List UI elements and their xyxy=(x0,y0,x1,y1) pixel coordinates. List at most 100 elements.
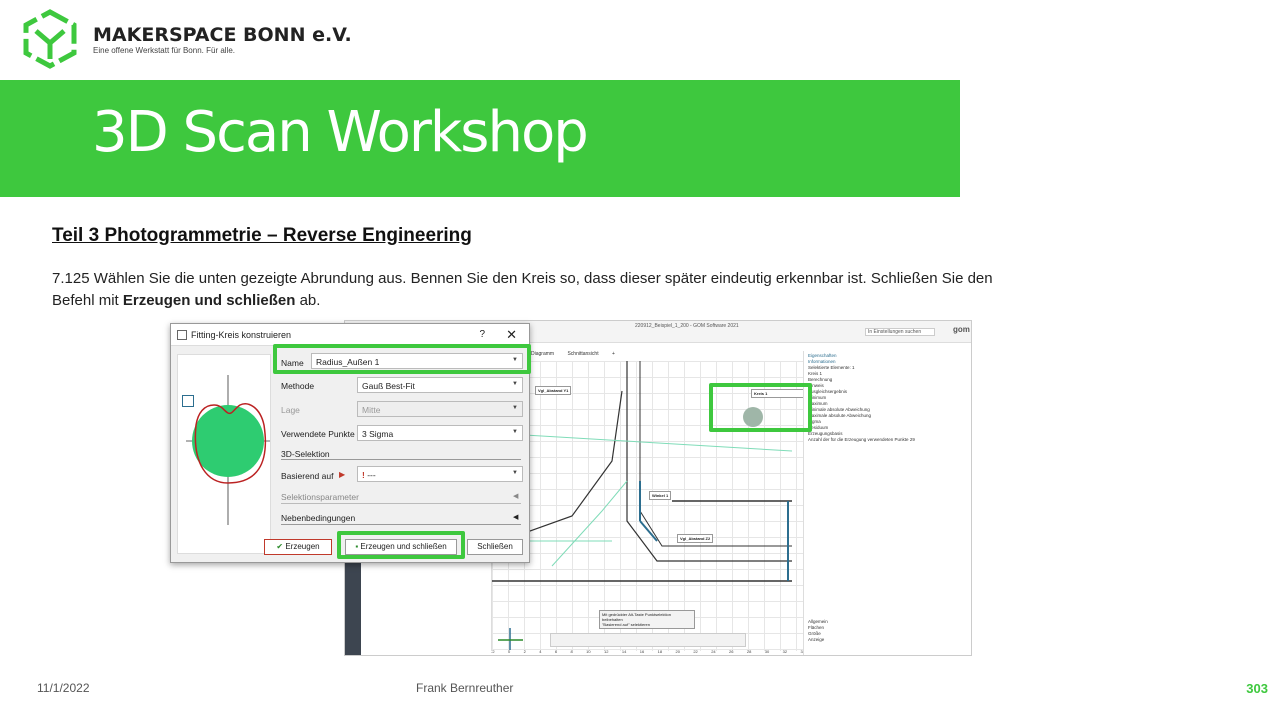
axis-tick: 26 xyxy=(729,649,734,654)
banner-title: 3D Scan Workshop xyxy=(92,100,589,165)
instruction-line2-prefix: Befehl mit xyxy=(52,292,123,309)
properties-panel: Eigenschaften Informationen Selektierte … xyxy=(803,351,971,655)
footer-date: 11/1/2022 xyxy=(37,681,90,695)
highlight-erzeugen-schliessen xyxy=(337,531,465,559)
annotation-abstand-y1-label: Vgl_Abstand Y1 xyxy=(538,388,569,393)
nebenbed-collapse-icon[interactable]: ◀ xyxy=(513,514,519,521)
panel-section[interactable]: Größe xyxy=(808,631,821,636)
annotation-abstand-y1[interactable]: Vgl_Abstand Y1 xyxy=(535,386,572,395)
makerspace-logo-icon xyxy=(22,9,78,69)
annotation-kreis-1-label: Kreis 1 xyxy=(754,391,768,396)
instruction-line2-suffix: ab. xyxy=(295,292,321,309)
dialog-title-bar: Fitting-Kreis konstruieren ? ✕ xyxy=(171,324,529,346)
check-icon: ✔ xyxy=(276,542,284,551)
axis-tick: 0 xyxy=(507,649,511,654)
highlight-kreis-1 xyxy=(709,383,812,432)
lage-label: Lage xyxy=(281,405,300,415)
erzeugen-label: Erzeugen xyxy=(285,542,320,551)
axis-tick: 30 xyxy=(764,649,770,654)
axis-tick: -2 xyxy=(491,649,495,654)
panel-line: Anzahl der für die Erzeugung verwendeten… xyxy=(808,437,915,442)
axis-tick: 24 xyxy=(711,649,716,654)
instruction-line1: 7.125 Wählen Sie die unten gezeigte Abru… xyxy=(52,270,993,287)
software-tabs: Diagramm Schnittansicht + xyxy=(531,351,615,357)
panel-section[interactable]: Anzeige xyxy=(808,637,825,642)
selection-hint-text: Mit gedrückter Alt-Taste Punktselektion … xyxy=(602,612,671,622)
erzeugen-schliessen-label: Erzeugen und schließen xyxy=(360,542,447,551)
brand-tagline: Eine offene Werkstatt für Bonn. Für alle… xyxy=(93,46,235,55)
footer-author: Frank Bernreuther xyxy=(416,681,514,695)
dialog-title: Fitting-Kreis konstruieren xyxy=(191,330,292,340)
gom-logo: gom xyxy=(953,325,970,334)
view-cube-icon xyxy=(182,395,194,407)
axis-tick: 14 xyxy=(621,649,627,654)
annotation-winkel-1-label: Winkel 1 xyxy=(652,493,669,498)
panel-line: Berechnung xyxy=(808,377,833,382)
panel-line: Residuum xyxy=(808,425,829,430)
panel-line: Maximum xyxy=(808,401,828,406)
panel-line: Minimum xyxy=(808,395,827,400)
axis-tick: 10 xyxy=(586,649,591,654)
selektion-divider xyxy=(281,459,521,460)
axis-tick: 12 xyxy=(604,649,609,654)
name-dropdown-icon[interactable]: ▼ xyxy=(512,357,518,363)
panel-line: Maximale absolute Abweichung xyxy=(808,413,872,418)
selparam-divider xyxy=(281,503,521,504)
annotation-abstand-z2-label: Vgl_Abstand Z2 xyxy=(680,536,711,541)
name-input[interactable]: Radius_Außen 1 ▼ xyxy=(311,353,523,369)
punkte-value: 3 Sigma xyxy=(362,429,394,439)
erzeugen-button[interactable]: ✔ Erzeugen xyxy=(264,539,332,555)
axis-tick: 6 xyxy=(554,649,558,654)
brand-name: MAKERSPACE BONN e.V. xyxy=(93,24,352,46)
panel-line: Hinweis xyxy=(808,383,824,388)
name-value: Radius_Außen 1 xyxy=(316,357,380,367)
methode-label: Methode xyxy=(281,381,315,391)
axis-tick: 16 xyxy=(639,649,645,654)
selektionsparameter-label[interactable]: Selektionsparameter xyxy=(281,492,359,502)
panel-section[interactable]: Flächen xyxy=(808,625,825,630)
lage-value: Mitte xyxy=(362,405,381,415)
nebenbedingungen-label[interactable]: Nebenbedingungen xyxy=(281,513,356,523)
tab-schnittansicht[interactable]: Schnittansicht xyxy=(567,351,599,357)
annotation-abstand-z2[interactable]: Vgl_Abstand Z2 xyxy=(677,534,714,543)
tab-diagramm[interactable]: Diagramm xyxy=(531,351,555,357)
panel-line: Selektierte Elemente: 1 xyxy=(808,365,855,370)
warning-icon: ! xyxy=(362,470,365,480)
basierend-label: Basierend auf xyxy=(281,471,334,481)
erzeugen-und-schliessen-button[interactable]: ▪ Erzeugen und schließen xyxy=(345,539,457,555)
schliessen-button[interactable]: Schließen xyxy=(467,539,523,555)
axis-tick: 4 xyxy=(539,649,542,654)
basierend-select[interactable]: ! ---▼ xyxy=(357,466,523,482)
lage-select: Mitte ▼ xyxy=(357,401,523,417)
close-icon[interactable]: ✕ xyxy=(506,327,517,342)
selection-hint: Mit gedrückter Alt-Taste Punktselektion … xyxy=(599,610,695,629)
instruction-text: 7.125 Wählen Sie die unten gezeigte Abru… xyxy=(52,268,1152,312)
section-heading: Teil 3 Photogrammetrie – Reverse Enginee… xyxy=(52,225,472,246)
lage-dropdown-icon: ▼ xyxy=(512,405,518,411)
help-icon[interactable]: ? xyxy=(479,329,485,340)
annotation-winkel-1[interactable]: Winkel 1 xyxy=(649,491,672,500)
selected-circle-marker[interactable] xyxy=(743,407,763,427)
instruction-bold: Erzeugen und schließen xyxy=(122,292,296,309)
selektion-label: 3D-Selektion xyxy=(281,449,330,459)
selparam-collapse-icon[interactable]: ◀ xyxy=(513,493,519,500)
selection-hint-text2: "Basierend auf" selektieren xyxy=(602,622,650,627)
axis-tick: 28 xyxy=(746,649,752,654)
axis-tick: 22 xyxy=(693,649,698,654)
axis-tick: 34 xyxy=(800,649,804,654)
punkte-dropdown-icon: ▼ xyxy=(512,429,518,435)
x-axis-ticks: -20246810121416182022242628303234 xyxy=(491,649,805,654)
punkte-select[interactable]: 3 Sigma ▼ xyxy=(357,425,523,441)
punkte-label: Verwendete Punkte xyxy=(281,429,355,439)
software-window-title: 220912_Beispiel_1_200 - GOM Software 202… xyxy=(635,323,739,329)
axis-tick: 20 xyxy=(675,649,680,654)
tab-add-icon[interactable]: + xyxy=(611,351,615,357)
basierend-dropdown-icon: ▼ xyxy=(512,470,518,476)
viewport-toolbar[interactable] xyxy=(550,633,746,647)
panel-section[interactable]: Allgemein xyxy=(808,619,828,624)
methode-select[interactable]: Gauß Best-Fit▼ xyxy=(357,377,523,393)
software-search-input[interactable]: In Einstellungen suchen xyxy=(865,328,935,336)
panel-title[interactable]: Eigenschaften xyxy=(808,353,837,358)
